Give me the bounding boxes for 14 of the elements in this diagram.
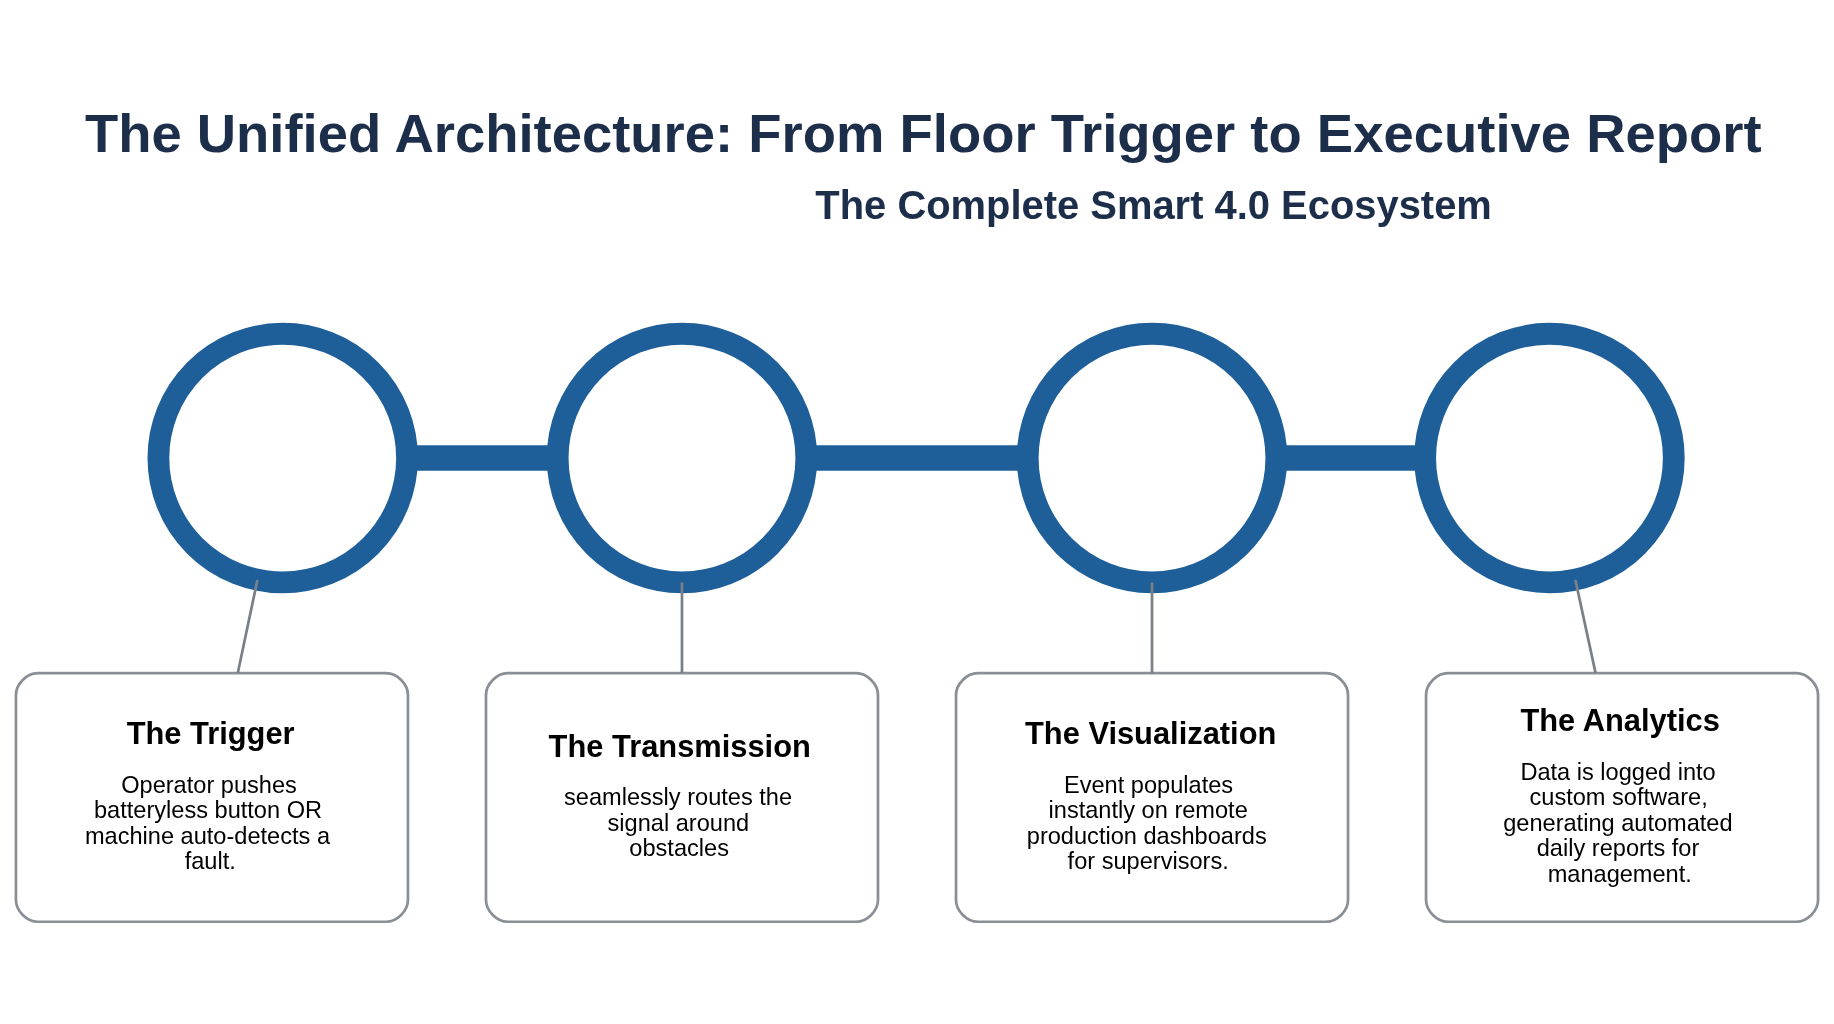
node-circle xyxy=(1414,322,1685,593)
node-box: The Visualization Event populates instantly on remote production dashboards for supervisors. xyxy=(954,671,1350,923)
connector xyxy=(680,582,684,673)
node-box: The Trigger Operator pushes batteryless button OR machine auto-detects a fault. xyxy=(14,671,410,923)
label: The Complete Smart 4.0 Ecosystem xyxy=(815,182,1492,227)
connector xyxy=(1150,582,1154,673)
diagram-title: The Unified Architecture: From Floor Trigger to Executive Report xyxy=(84,102,1762,164)
connector xyxy=(1574,578,1597,673)
node-box: The Analytics Data is logged into custom software, generating automated daily reports for management. xyxy=(1424,671,1820,923)
node-circle xyxy=(147,322,418,593)
node-circle xyxy=(546,322,818,593)
connector xyxy=(236,579,259,673)
node-box: The Transmission seamlessly routes the signal around obstacles xyxy=(484,671,880,923)
node-circle xyxy=(1016,322,1288,593)
